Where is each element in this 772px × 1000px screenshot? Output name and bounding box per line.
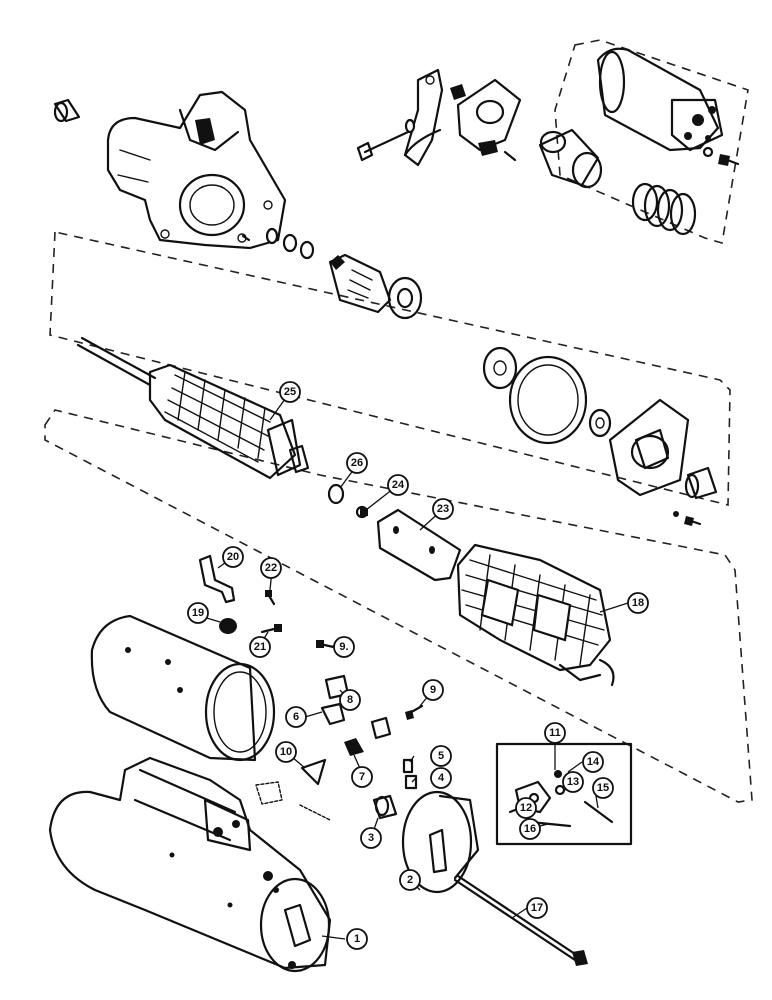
brush-6-part [320,702,346,726]
shift-lever-part [403,68,444,167]
field-coil-part [456,543,615,687]
insulator-10-part [300,758,327,786]
svg-text:8: 8 [347,694,353,706]
callout-23: 23 [432,498,454,520]
end-bushing-part [684,466,718,500]
field-frame-part [90,614,276,762]
svg-text:19: 19 [192,607,204,619]
svg-text:17: 17 [531,902,543,914]
washer-set-part [241,227,315,260]
field-group-outline [44,409,753,803]
callout-26: 26 [346,452,368,474]
plunger-plate-part [450,78,522,162]
svg-text:1: 1 [354,933,360,945]
screw-22-part [265,590,276,606]
end-frame-screw-part [673,511,702,526]
bushing-3-part [372,794,398,820]
return-spring-part [631,182,697,236]
svg-text:24: 24 [392,479,405,491]
callout-8: 8 [339,689,361,711]
seal-ring-part [588,408,612,438]
svg-text:14: 14 [587,756,600,768]
svg-text:4: 4 [438,772,445,784]
callout-3: 3 [360,827,382,849]
svg-text:11: 11 [549,727,561,739]
callout-6: 6 [285,706,307,728]
callout-14: 14 [582,751,604,773]
drive-pinion-part [328,253,423,320]
svg-text:12: 12 [520,802,532,814]
callout-11: 11 [544,722,566,744]
callout-2: 2 [399,869,421,891]
callout-9a: 9. [333,636,355,658]
svg-text:2: 2 [407,874,413,886]
svg-text:22: 22 [265,562,277,574]
brush-7-part [344,738,364,756]
svg-text:6: 6 [293,711,299,723]
callout-16: 16 [519,818,541,840]
solenoid-nut-part [702,146,740,166]
svg-text:15: 15 [597,782,609,794]
callout-21: 21 [249,636,271,658]
callout-19: 19 [187,602,209,624]
bushing-small-part [53,98,81,123]
svg-text:9.: 9. [339,641,348,653]
callout-9b: 9 [422,679,444,701]
grommet-19-part [219,618,237,634]
armature-group-outline [49,231,731,507]
terminal-parts-dashed [255,781,331,821]
svg-text:26: 26 [351,457,363,469]
spring-5-part [402,758,414,774]
svg-text:13: 13 [567,776,579,788]
callout-24: 24 [387,474,409,496]
gasket-ring-part [508,355,588,445]
svg-text:20: 20 [227,551,239,563]
svg-text:7: 7 [359,771,365,783]
callout-18: 18 [627,592,649,614]
svg-text:16: 16 [524,823,536,835]
screw-21-part [260,624,282,634]
plunger-tube-part [538,128,603,189]
callout-20: 20 [222,546,244,568]
svg-text:3: 3 [368,832,374,844]
callout-25: 25 [279,381,301,403]
assembled-starter-part [48,756,332,973]
callout-1: 1 [346,928,368,950]
thrust-washer-part [482,346,518,390]
callout-4: 4 [430,767,452,789]
screw-24-part [355,505,369,519]
commutator-end-frame-part [608,398,690,497]
callout-12: 12 [515,797,537,819]
callout-22: 22 [260,557,282,579]
bracket-20-part [198,554,236,604]
bolt-part [356,118,416,162]
armature-part [76,336,310,480]
callout-17: 17 [526,897,548,919]
svg-text:10: 10 [280,746,292,758]
svg-text:18: 18 [632,597,644,609]
callout-7: 7 [351,766,373,788]
commutator-end-cover-part [401,790,480,894]
pole-shoe-part [376,508,462,582]
drive-housing-part [106,90,287,250]
solenoid-part [596,47,724,152]
callout-15: 15 [592,777,614,799]
svg-text:23: 23 [437,503,449,515]
callout-10: 10 [275,741,297,763]
spring-4-part [404,774,418,790]
svg-text:9: 9 [430,684,436,696]
svg-text:21: 21 [254,641,266,653]
svg-text:5: 5 [438,750,444,762]
washer-26-part [327,483,345,505]
svg-text:25: 25 [284,386,296,398]
callout-13: 13 [562,771,584,793]
screw-9b-part [405,704,424,720]
callout-5: 5 [430,745,452,767]
through-bolt-part [453,874,588,966]
